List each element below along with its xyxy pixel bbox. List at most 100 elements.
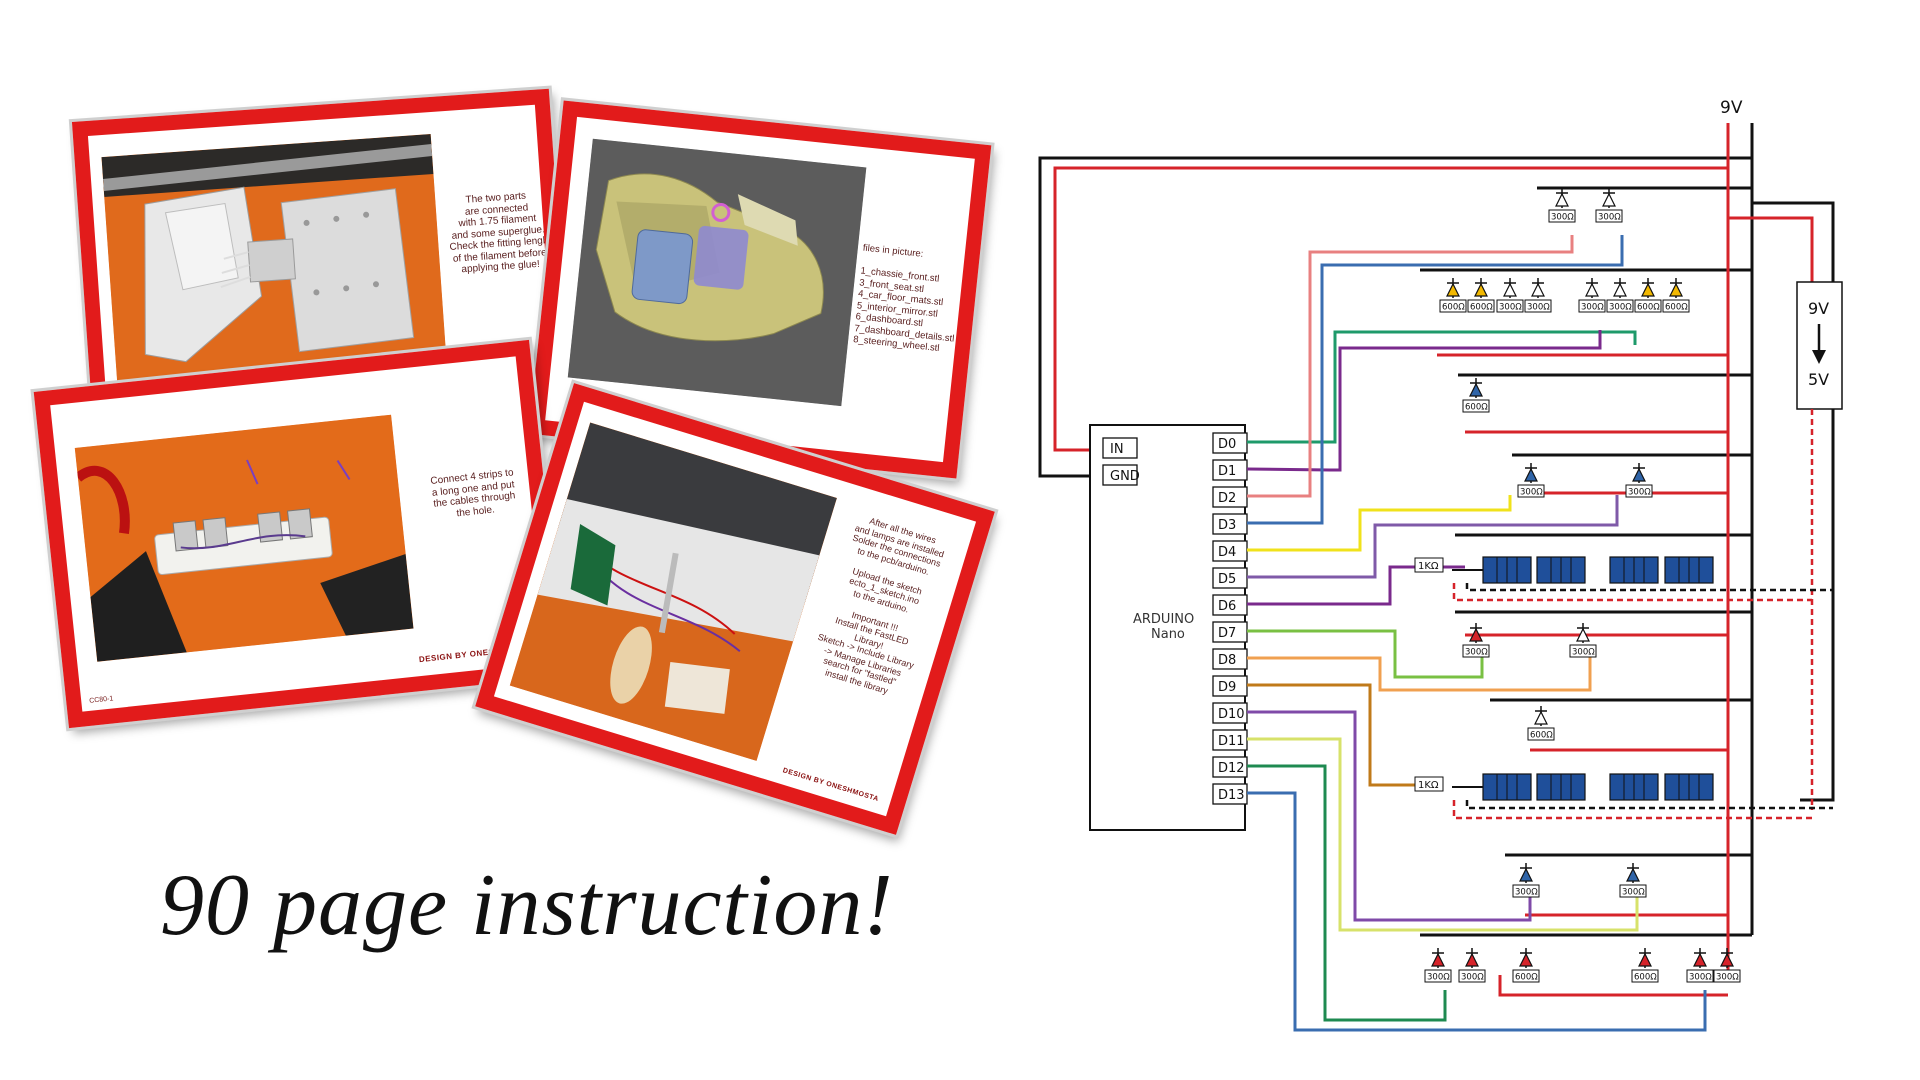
page-4-photo bbox=[509, 422, 837, 761]
led-symbol bbox=[1576, 627, 1590, 642]
led-21: 600Ω bbox=[1512, 948, 1540, 983]
resistor-label: 300Ω bbox=[1716, 973, 1739, 983]
resistor-label: 300Ω bbox=[1520, 488, 1543, 498]
instruction-page-1: The two parts are connected with 1.75 fi… bbox=[71, 88, 571, 427]
resistor-label: 300Ω bbox=[1461, 973, 1484, 983]
resistor-1k-strip-1 bbox=[1414, 557, 1444, 573]
resistor bbox=[1524, 299, 1552, 313]
resistor-label: 300Ω bbox=[1465, 648, 1488, 658]
wire-d9 bbox=[1247, 683, 1415, 787]
resistor bbox=[1662, 299, 1690, 313]
led-symbol bbox=[1519, 952, 1533, 967]
led-strip-2-module-3 bbox=[1609, 773, 1659, 801]
led-strip-1-module-1 bbox=[1482, 556, 1532, 584]
led-24: 300Ω bbox=[1713, 948, 1741, 983]
resistor-label: 300Ω bbox=[1581, 303, 1604, 313]
led-symbol bbox=[1638, 952, 1652, 967]
resistor bbox=[1424, 969, 1452, 983]
resistor-label: 300Ω bbox=[1551, 213, 1574, 223]
pin-label-d2: D2 bbox=[1218, 491, 1236, 506]
led-12: 300Ω bbox=[1517, 463, 1545, 498]
arduino-name: ARDUINO bbox=[1133, 612, 1194, 627]
power-rail bbox=[1053, 123, 1814, 997]
led-5: 300Ω bbox=[1496, 278, 1524, 313]
resistor bbox=[1496, 299, 1524, 313]
resistor-label: 600Ω bbox=[1465, 403, 1488, 413]
led-22: 600Ω bbox=[1631, 948, 1659, 983]
led-symbol bbox=[1613, 282, 1627, 297]
resistor bbox=[1512, 969, 1540, 983]
page-2-3d-render bbox=[567, 138, 867, 407]
wire-d3 bbox=[1247, 235, 1624, 525]
led-symbol bbox=[1469, 382, 1483, 397]
led-symbol bbox=[1641, 282, 1655, 297]
led-symbol bbox=[1669, 282, 1683, 297]
arrow-down-icon bbox=[1812, 324, 1826, 364]
led-strip-2-module-4 bbox=[1664, 773, 1714, 801]
resistor bbox=[1439, 299, 1467, 313]
resistor-label: 600Ω bbox=[1515, 973, 1538, 983]
led-symbol bbox=[1465, 952, 1479, 967]
resistor-label: 300Ω bbox=[1598, 213, 1621, 223]
resistor bbox=[1631, 969, 1659, 983]
led-4: 600Ω bbox=[1467, 278, 1495, 313]
led-13: 300Ω bbox=[1625, 463, 1653, 498]
pin-label-d4: D4 bbox=[1218, 545, 1236, 560]
resistor bbox=[1578, 299, 1606, 313]
resistor-label: 300Ω bbox=[1427, 973, 1450, 983]
wire-d4 bbox=[1247, 495, 1512, 552]
resistor bbox=[1569, 644, 1597, 658]
wire-d8 bbox=[1247, 655, 1592, 692]
led-symbol bbox=[1534, 710, 1548, 725]
led-symbol bbox=[1531, 282, 1545, 297]
pin-label-d1: D1 bbox=[1218, 464, 1236, 479]
led-11: 600Ω bbox=[1462, 378, 1490, 413]
resistor-label: 600Ω bbox=[1442, 303, 1465, 313]
led-symbol bbox=[1632, 467, 1646, 482]
resistor bbox=[1458, 969, 1486, 983]
led-strip-1-module-2 bbox=[1536, 556, 1586, 584]
wire-d5 bbox=[1247, 495, 1619, 579]
wire-d13 bbox=[1247, 791, 1707, 1032]
led-16: 600Ω bbox=[1527, 706, 1555, 741]
pin-label-d11: D11 bbox=[1218, 734, 1245, 749]
led-2: 300Ω bbox=[1595, 188, 1623, 223]
wire-d0 bbox=[1247, 330, 1637, 444]
pin-label-d6: D6 bbox=[1218, 599, 1236, 614]
led-9: 600Ω bbox=[1634, 278, 1662, 313]
pin-label-d8: D8 bbox=[1218, 653, 1236, 668]
led-symbol bbox=[1602, 192, 1616, 207]
strip-dashed-wiring bbox=[1452, 583, 1833, 820]
led-symbol bbox=[1585, 282, 1599, 297]
led-20: 300Ω bbox=[1458, 948, 1486, 983]
resistor-label: 300Ω bbox=[1622, 888, 1645, 898]
led-symbol bbox=[1693, 952, 1707, 967]
supply-9v-label: 9V bbox=[1720, 98, 1743, 118]
resistor bbox=[1713, 969, 1741, 983]
led-3: 600Ω bbox=[1439, 278, 1467, 313]
resistor bbox=[1625, 484, 1653, 498]
resistor-label: 600Ω bbox=[1470, 303, 1493, 313]
resistor bbox=[1512, 884, 1540, 898]
resistor-label: 600Ω bbox=[1637, 303, 1660, 313]
regulator-in-label: 9V bbox=[1808, 299, 1829, 318]
resistor-label: 300Ω bbox=[1515, 888, 1538, 898]
pin-label-d13: D13 bbox=[1218, 788, 1245, 803]
instruction-page-3: Connect 4 strips to a long one and put t… bbox=[33, 339, 565, 729]
wire-d12 bbox=[1247, 764, 1447, 1022]
pin-label-d9: D9 bbox=[1218, 680, 1236, 695]
led-symbol bbox=[1626, 867, 1640, 882]
resistor bbox=[1467, 299, 1495, 313]
led-8: 300Ω bbox=[1606, 278, 1634, 313]
led-strip-2-module-2 bbox=[1536, 773, 1586, 801]
resistor-label: 600Ω bbox=[1530, 731, 1553, 741]
led-strip-1-module-3 bbox=[1609, 556, 1659, 584]
page-1-photo bbox=[101, 134, 447, 389]
pin-box-in bbox=[1102, 437, 1138, 459]
led-symbol bbox=[1469, 627, 1483, 642]
resistor bbox=[1634, 299, 1662, 313]
voltage-regulator: 9V 5V bbox=[1796, 281, 1843, 810]
led-symbol bbox=[1446, 282, 1460, 297]
pin-label-d5: D5 bbox=[1218, 572, 1236, 587]
